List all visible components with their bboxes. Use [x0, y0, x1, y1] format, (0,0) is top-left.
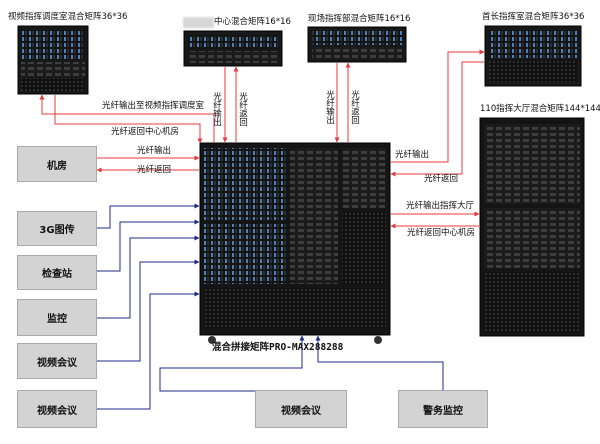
title-video-room-matrix: 视频指挥调度室混合矩阵36*36 [8, 12, 128, 22]
main-matrix-device [199, 142, 391, 344]
box-video-conference-2: 视频会议 [17, 390, 97, 428]
label-hall-out: 光纤输出指挥大厅 [406, 201, 475, 211]
title-field-matrix: 现场指挥部混合矩阵16*16 [308, 14, 411, 24]
label-center-out: 光纤输出 [211, 92, 222, 126]
box-monitoring: 监控 [17, 299, 97, 336]
label-chief-out: 光纤输出 [395, 150, 430, 160]
box-video-conference-1: 视频会议 [17, 343, 97, 379]
redacted-text [183, 17, 214, 28]
box-3g-transmission: 3G图传 [17, 211, 97, 246]
label-out-video-room: 光纤输出至视频指挥调度室 [102, 101, 205, 111]
matrix-field-device [307, 26, 407, 63]
label-field-out: 光纤输出 [324, 90, 335, 124]
label-center-back: 光纤返回 [237, 92, 248, 126]
label-hall-back: 光纤返回中心机房 [407, 228, 476, 238]
label-back-center-top: 光纤返回中心机房 [111, 127, 180, 137]
label-field-back: 光纤返回 [349, 90, 360, 124]
matrix-hall-device [479, 117, 585, 337]
label-jifang-out: 光纤输出 [137, 146, 172, 156]
title-center-matrix: 中心混合矩阵16*16 [214, 17, 291, 27]
title-main-matrix: 混合拼接矩阵PRO-MAX288288 [212, 342, 344, 353]
box-checkpoint: 检查站 [17, 255, 97, 290]
box-jifang: 机房 [17, 146, 97, 182]
box-video-conference-3: 视频会议 [255, 390, 347, 428]
label-jifang-back: 光纤返回 [137, 165, 172, 175]
title-chief-matrix: 首长指挥室混合矩阵36*36 [482, 12, 585, 22]
label-chief-back: 光纤返回 [424, 174, 459, 184]
matrix-center-device [183, 30, 283, 67]
title-hall-matrix: 110指挥大厅混合矩阵144*144 [480, 104, 600, 114]
box-police-monitoring: 警务监控 [398, 390, 488, 428]
matrix-chief-device [484, 25, 582, 87]
matrix-video-room-device [17, 25, 89, 95]
